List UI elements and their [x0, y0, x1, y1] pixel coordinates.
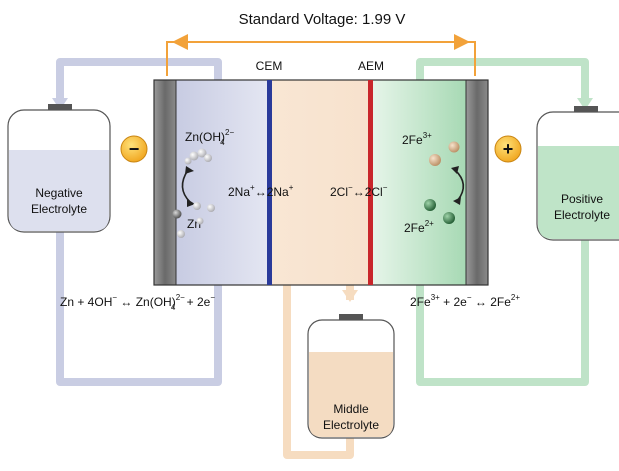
plus-icon: +: [503, 139, 514, 159]
cl-transfer-label: 2Cl−↔2Cl−: [330, 183, 388, 199]
cem-label: CEM: [256, 59, 283, 73]
middle-tank-cap-icon: [339, 314, 363, 320]
na-transfer-label: 2Na+↔2Na+: [228, 183, 294, 199]
cell-outline: [153, 79, 489, 286]
negative-terminal: −: [120, 135, 148, 163]
zincate-particles: [184, 148, 212, 165]
middle-tank-label-line2: Electrolyte: [323, 418, 379, 432]
positive-tank: Positive Electrolyte: [536, 106, 619, 241]
fe2-particles: [424, 199, 455, 224]
middle-tank: Middle Electrolyte: [307, 314, 395, 439]
negative-electrode: [153, 79, 177, 286]
middle-flow-arrowhead-down: [342, 290, 358, 302]
aem-label: AEM: [358, 59, 384, 73]
fe3-label: 2Fe3+: [402, 131, 432, 147]
negative-cycle-arrowhead-up: [185, 166, 194, 174]
positive-terminal: +: [494, 135, 522, 163]
middle-chamber: [271, 80, 368, 285]
negative-tank-cap-icon: [48, 104, 72, 110]
voltage-arrow: [166, 34, 476, 76]
positive-tank-label-line1: Positive: [561, 192, 603, 206]
positive-chamber: [372, 80, 466, 285]
negative-tank-label-line2: Electrolyte: [31, 202, 87, 216]
positive-flow-arrowhead: [577, 98, 593, 110]
zn-particles: [172, 202, 215, 238]
minus-icon: −: [129, 139, 140, 159]
negative-reaction: Zn + 4OH− ↔ Zn(OH)2−4 + 2e−: [60, 293, 215, 312]
negative-chamber: [175, 80, 268, 285]
positive-reaction: 2Fe3+ + 2e− ↔ 2Fe2+: [410, 293, 520, 309]
positive-tank-cap-icon: [574, 106, 598, 112]
fe2-label: 2Fe2+: [404, 219, 434, 235]
anion-exchange-membrane: [368, 80, 373, 285]
fe3-particles: [429, 141, 460, 166]
voltage-label: Standard Voltage: 1.99 V: [239, 11, 406, 28]
negative-tank: Negative Electrolyte: [7, 104, 111, 233]
positive-tank-label-line2: Electrolyte: [554, 208, 610, 222]
positive-cycle-arrowhead-down: [453, 197, 461, 205]
zincate-label: Zn(OH)2−4: [185, 128, 234, 147]
middle-tank-label-line1: Middle: [333, 402, 369, 416]
negative-tank-label-line1: Negative: [35, 186, 83, 200]
positive-electrode: [465, 79, 489, 286]
negative-cycle-arrowhead-down: [187, 199, 195, 207]
positive-cycle-arrowhead-up: [451, 166, 459, 174]
cation-exchange-membrane: [267, 80, 272, 285]
